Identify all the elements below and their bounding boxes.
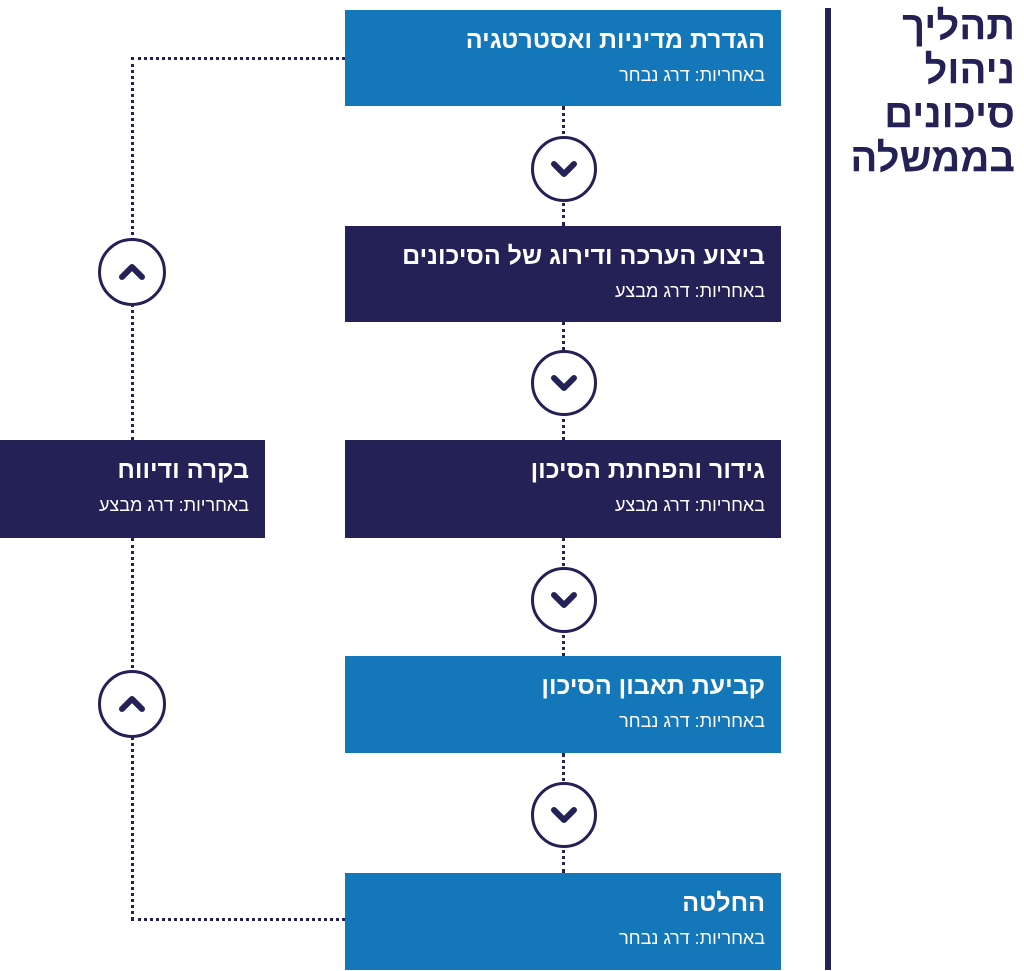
- step-box-risk-appetite: קביעת תאבון הסיכון באחריות: דרג נבחר: [345, 656, 781, 753]
- chevron-down-icon: [531, 350, 597, 416]
- side-title: בקרה ודיווח: [117, 456, 249, 484]
- vertical-divider: [825, 8, 831, 970]
- step-title: קביעת תאבון הסיכון: [541, 672, 765, 700]
- chevron-up-icon: [98, 670, 166, 738]
- page-title-line: תהליך: [902, 4, 1015, 48]
- page-title: תהליך ניהול סיכונים בממשלה: [845, 4, 1015, 180]
- step-title: הגדרת מדיניות ואסטרטגיה: [465, 26, 765, 54]
- step-responsibility: באחריות: דרג מבצע: [614, 495, 765, 515]
- feedback-line-bottom: [131, 918, 345, 921]
- step-title: החלטה: [682, 889, 765, 917]
- step-box-policy: הגדרת מדיניות ואסטרטגיה באחריות: דרג נבח…: [345, 10, 781, 106]
- chevron-down-icon: [531, 136, 597, 202]
- side-responsibility: באחריות: דרג מבצע: [98, 495, 249, 515]
- page-title-line: ניהול: [924, 48, 1016, 92]
- step-box-assessment: ביצוע הערכה ודירוג של הסיכונים באחריות: …: [345, 226, 781, 322]
- chevron-down-icon: [531, 782, 597, 848]
- step-responsibility: באחריות: דרג נבחר: [619, 928, 765, 948]
- feedback-line-top: [131, 57, 345, 60]
- step-responsibility: באחריות: דרג נבחר: [619, 711, 765, 731]
- step-title: ביצוע הערכה ודירוג של הסיכונים: [402, 242, 765, 270]
- side-box-control-reporting: בקרה ודיווח באחריות: דרג מבצע: [0, 440, 265, 538]
- step-title: גידור והפחתת הסיכון: [530, 456, 765, 484]
- page-title-line: בממשלה: [850, 136, 1015, 180]
- step-box-mitigation: גידור והפחתת הסיכון באחריות: דרג מבצע: [345, 440, 781, 538]
- chevron-down-icon: [531, 567, 597, 633]
- step-responsibility: באחריות: דרג מבצע: [614, 281, 765, 301]
- step-responsibility: באחריות: דרג נבחר: [619, 65, 765, 85]
- step-box-decision: החלטה באחריות: דרג נבחר: [345, 873, 781, 970]
- chevron-up-icon: [98, 238, 166, 306]
- page-title-line: סיכונים: [884, 92, 1015, 136]
